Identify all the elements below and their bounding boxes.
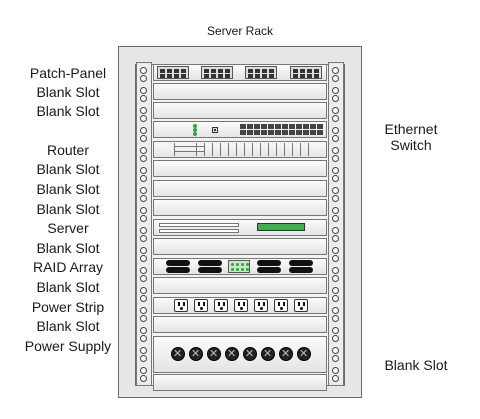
- patch-port-group: [290, 66, 322, 79]
- patch-port-group: [201, 66, 233, 79]
- fan-icon: [225, 347, 239, 361]
- label-blank-slot: Blank Slot: [36, 84, 100, 100]
- label-blank-slot: Blank Slot: [36, 181, 100, 197]
- patch-port-group: [157, 66, 189, 79]
- fan-icon: [297, 347, 311, 361]
- left-rail: [136, 62, 152, 386]
- blank-slot-unit[interactable]: [153, 238, 327, 255]
- label-blank-slot: Blank Slot: [384, 357, 448, 373]
- label-router: Router: [46, 142, 90, 158]
- patch-port-group: [245, 66, 277, 79]
- status-led: [193, 132, 197, 136]
- label-blank-slot: Blank Slot: [36, 318, 100, 334]
- label-ethernet-switch: Ethernet Switch: [384, 121, 438, 153]
- label-raid-array: RAID Array: [32, 259, 103, 275]
- blank-slot-unit[interactable]: [153, 83, 327, 100]
- fan-icon: [243, 347, 257, 361]
- router-unit[interactable]: [153, 141, 327, 158]
- label-blank-slot: Blank Slot: [36, 201, 100, 217]
- raid-array-unit[interactable]: [153, 258, 327, 275]
- disk-drive: [198, 267, 222, 273]
- raid-controller: [228, 260, 250, 273]
- blank-slot-unit[interactable]: [153, 199, 327, 216]
- label-power-strip: Power Strip: [31, 299, 105, 315]
- fan-icon: [189, 347, 203, 361]
- label-blank-slot: Blank Slot: [36, 103, 100, 119]
- label-patch-panel: Patch-Panel: [29, 65, 107, 81]
- blank-slot-unit[interactable]: [153, 374, 327, 391]
- label-blank-slot: Blank Slot: [36, 279, 100, 295]
- disk-drive: [198, 260, 222, 266]
- patch-panel-unit[interactable]: [153, 64, 327, 81]
- drive-bay: [159, 229, 239, 233]
- outlet-icon: [254, 299, 268, 312]
- status-led: [193, 124, 197, 128]
- blank-slot-unit[interactable]: [153, 316, 327, 333]
- label-power-supply: Power Supply: [24, 338, 112, 354]
- blank-slot-unit[interactable]: [153, 160, 327, 177]
- disk-drive: [257, 260, 281, 266]
- right-rail: [328, 62, 344, 386]
- disk-drive: [257, 267, 281, 273]
- fan-icon: [207, 347, 221, 361]
- power-strip-unit[interactable]: [153, 297, 327, 314]
- label-blank-slot: Blank Slot: [36, 161, 100, 177]
- outlet-icon: [294, 299, 308, 312]
- outlet-icon: [174, 299, 188, 312]
- status-led: [193, 128, 197, 132]
- ethernet-switch-unit[interactable]: [153, 121, 327, 138]
- label-server: Server: [47, 220, 89, 236]
- disk-drive: [289, 267, 313, 273]
- outlet-icon: [274, 299, 288, 312]
- disk-drive: [166, 260, 190, 266]
- fan-icon: [279, 347, 293, 361]
- diagram-title: Server Rack: [206, 24, 274, 38]
- blank-slot-unit[interactable]: [153, 180, 327, 197]
- outlet-icon: [214, 299, 228, 312]
- server-unit[interactable]: [153, 219, 327, 236]
- outlet-icon: [234, 299, 248, 312]
- server-status-panel: [257, 223, 305, 231]
- console-port-icon: [212, 127, 218, 133]
- power-supply-unit[interactable]: [153, 336, 327, 373]
- drive-bay: [159, 223, 239, 227]
- outlet-icon: [194, 299, 208, 312]
- fan-icon: [171, 347, 185, 361]
- blank-slot-unit[interactable]: [153, 102, 327, 119]
- label-blank-slot: Blank Slot: [36, 240, 100, 256]
- disk-drive: [289, 260, 313, 266]
- disk-drive: [166, 267, 190, 273]
- fan-icon: [261, 347, 275, 361]
- blank-slot-unit[interactable]: [153, 277, 327, 294]
